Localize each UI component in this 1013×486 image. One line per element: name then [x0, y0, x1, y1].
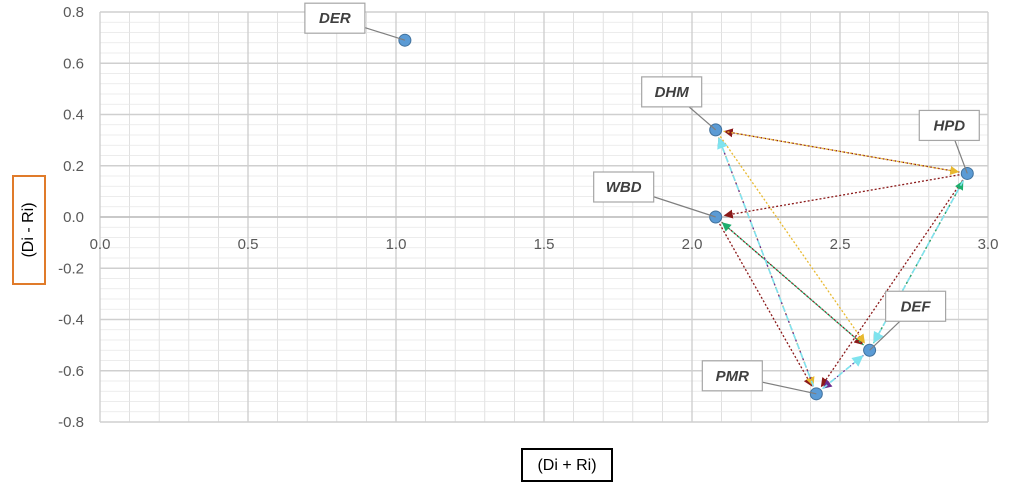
- x-tick-label: 1.0: [386, 236, 407, 253]
- y-tick-label: 0.8: [63, 4, 84, 21]
- x-tick-label: 2.5: [830, 236, 851, 253]
- label-box-wbd: [593, 171, 655, 203]
- point-label-def: DEF: [901, 298, 932, 315]
- y-tick-label: -0.8: [58, 414, 84, 431]
- x-axis-title: (Di + Ri): [521, 448, 613, 482]
- x-tick-label: 1.5: [534, 236, 555, 253]
- y-tick-label: 0.4: [63, 107, 84, 124]
- x-tick-label: 0.0: [90, 236, 111, 253]
- influence-arrow-pmr-to-dhm: [717, 137, 815, 387]
- point-label-pmr: PMR: [716, 368, 750, 385]
- influence-arrows: [717, 128, 965, 390]
- influence-arrow-wbd-to-pmr: [719, 223, 813, 387]
- label-box-def: [884, 290, 947, 322]
- point-label-hpd: HPD: [933, 117, 965, 134]
- y-axis-title-text: (Di - Ri): [20, 202, 37, 258]
- label-box-dhm: [641, 76, 703, 108]
- influence-arrow-def-to-wbd: [721, 222, 864, 346]
- y-tick-label: -0.6: [58, 363, 84, 380]
- y-tick-label: -0.2: [58, 260, 84, 277]
- point-label-wbd: WBD: [606, 179, 642, 196]
- y-axis-title: (Di - Ri): [12, 175, 46, 285]
- point-label-dhm: DHM: [655, 84, 690, 101]
- y-tick-label: 0.0: [63, 209, 84, 226]
- label-box-pmr: [701, 360, 763, 392]
- y-tick-label: -0.4: [58, 312, 84, 329]
- influence-arrow-hpd-to-wbd: [723, 174, 960, 219]
- influence-arrow-pmr-to-def: [822, 355, 864, 390]
- point-label-der: DER: [319, 10, 351, 27]
- x-tick-label: 2.0: [682, 236, 703, 253]
- label-box-hpd: [918, 109, 980, 142]
- influence-arrow-wbd-to-def: [721, 221, 864, 345]
- label-box-der: [304, 2, 366, 34]
- influence-arrow-dhm-to-def: [719, 136, 865, 344]
- x-tick-label: 0.5: [238, 236, 259, 253]
- point-labels: DER DHM HPD WBD DEF PMR: [304, 2, 980, 395]
- influence-arrow-hpd-to-pmr: [820, 179, 964, 388]
- y-tick-label: 0.6: [63, 55, 84, 72]
- x-tick-label: 3.0: [978, 236, 999, 253]
- axes: 0.0 0.5 1.0 1.5 2.0 2.5 3.0 0.8 0.6 0.4 0.2 0.0 -0.2…: [58, 4, 998, 431]
- y-tick-label: 0.2: [63, 158, 84, 175]
